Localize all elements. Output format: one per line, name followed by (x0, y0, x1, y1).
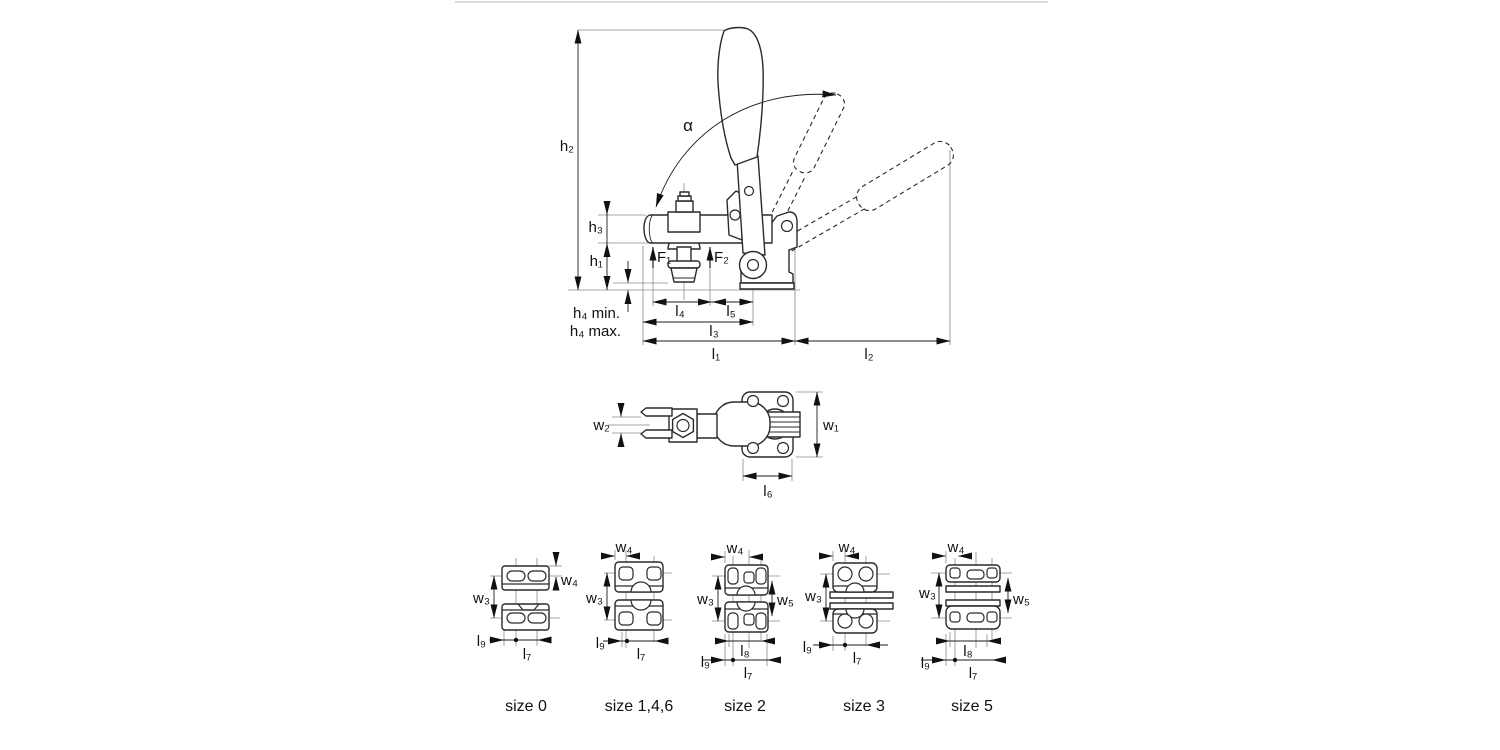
spindle-holder-block (667, 191, 701, 233)
side-view: h₂ h₃ h₁ h₄ min. h₄ max. F₁ F₂ l₄ l₅ l₃ … (560, 26, 954, 363)
dim-label-h3: h₃ (589, 219, 603, 236)
dim-label-w2: w₂ (592, 417, 610, 434)
dim-label-w5-size2: w₅ (776, 592, 794, 609)
footprint-size-3: w₄ w₃ l₉ l₇ size 3 (803, 539, 894, 715)
top-view: w₂ w₁ l₆ (592, 391, 839, 500)
dim-label-l9-size5: l₉ (921, 655, 930, 672)
dim-label-w4-size3: w₄ (838, 539, 856, 556)
dim-label-l7-size3: l₇ (853, 650, 862, 667)
dim-label-w3-size5: w₃ (918, 585, 936, 602)
lever-hole (743, 185, 755, 197)
dim-label-w3-size2: w₃ (696, 591, 714, 608)
force-label-F1: F₁ (657, 249, 671, 266)
handle-grip (717, 26, 764, 166)
arm-shaft (696, 413, 718, 439)
caption-size-3: size 3 (843, 698, 885, 715)
dim-label-l8-size2: l₈ (740, 643, 750, 660)
dim-label-w3-size0: w₃ (472, 590, 490, 607)
dim-label-w1: w₁ (822, 417, 839, 434)
dim-label-l9-size2: l₉ (701, 654, 710, 671)
dim-label-h1: h₁ (590, 253, 603, 270)
footprint-size-2: w₄ w₃ w₅ l₈ l₉ l₇ size 2 (696, 540, 794, 715)
caption-size-0: size 0 (505, 698, 547, 715)
dim-label-l9-size3: l₉ (803, 639, 812, 656)
dim-label-w4-size5: w₄ (947, 539, 965, 556)
dim-label-l8-size5: l₈ (963, 643, 973, 660)
base-lug-hole (780, 219, 794, 233)
angle-label-alpha: α (683, 116, 693, 135)
dim-label-w4-size0: w₄ (560, 572, 578, 589)
dim-label-l7-size2: l₇ (744, 665, 753, 682)
pivot-hole (746, 258, 760, 272)
caption-size-146: size 1,4,6 (605, 698, 674, 715)
dim-label-w3-size3: w₃ (804, 588, 822, 605)
dim-label-l7-size5: l₇ (969, 665, 978, 682)
alpha-arc (655, 90, 837, 208)
dim-label-l7-size0: l₇ (523, 646, 532, 663)
pressure-spindle (667, 246, 701, 283)
force-label-F2: F₂ (714, 249, 729, 266)
dim-label-l1: l₁ (712, 346, 720, 363)
spindle-prong-lower (640, 429, 673, 439)
dim-label-w3-size146: w₃ (585, 590, 603, 607)
footprint-size-0: w₄ w₃ l₉ l₇ size 0 (472, 551, 578, 715)
caption-size-2: size 2 (724, 698, 766, 715)
dim-label-l4: l₄ (675, 303, 684, 320)
dim-label-l5: l₅ (726, 303, 735, 320)
dim-label-l9-size146: l₉ (596, 635, 605, 652)
footprint-size-5: w₄ w₃ w₅ l₈ l₉ l₇ size 5 (918, 539, 1030, 715)
dim-label-w4-size146: w₄ (615, 539, 633, 556)
dim-label-l3: l₃ (709, 323, 718, 340)
spindle-prong-upper (640, 407, 673, 417)
dim-label-l2: l₂ (864, 346, 873, 363)
spindle-nut (668, 408, 698, 443)
dim-label-h2: h₂ (560, 138, 574, 155)
footprint-size-146: w₄ w₃ l₉ l₇ size 1,4,6 (585, 539, 673, 715)
dim-label-h4-min: h₄ min. (573, 305, 620, 322)
dim-label-l9-size0: l₉ (477, 633, 486, 650)
dim-label-l6: l₆ (763, 483, 772, 500)
arm-casting (713, 401, 771, 447)
dim-label-w5-size5: w₅ (1012, 591, 1030, 608)
dim-label-h4-max: h₄ max. (570, 323, 621, 340)
caption-size-5: size 5 (951, 698, 993, 715)
dim-label-l7-size146: l₇ (637, 646, 646, 663)
dim-label-w4-size2: w₄ (726, 540, 744, 557)
